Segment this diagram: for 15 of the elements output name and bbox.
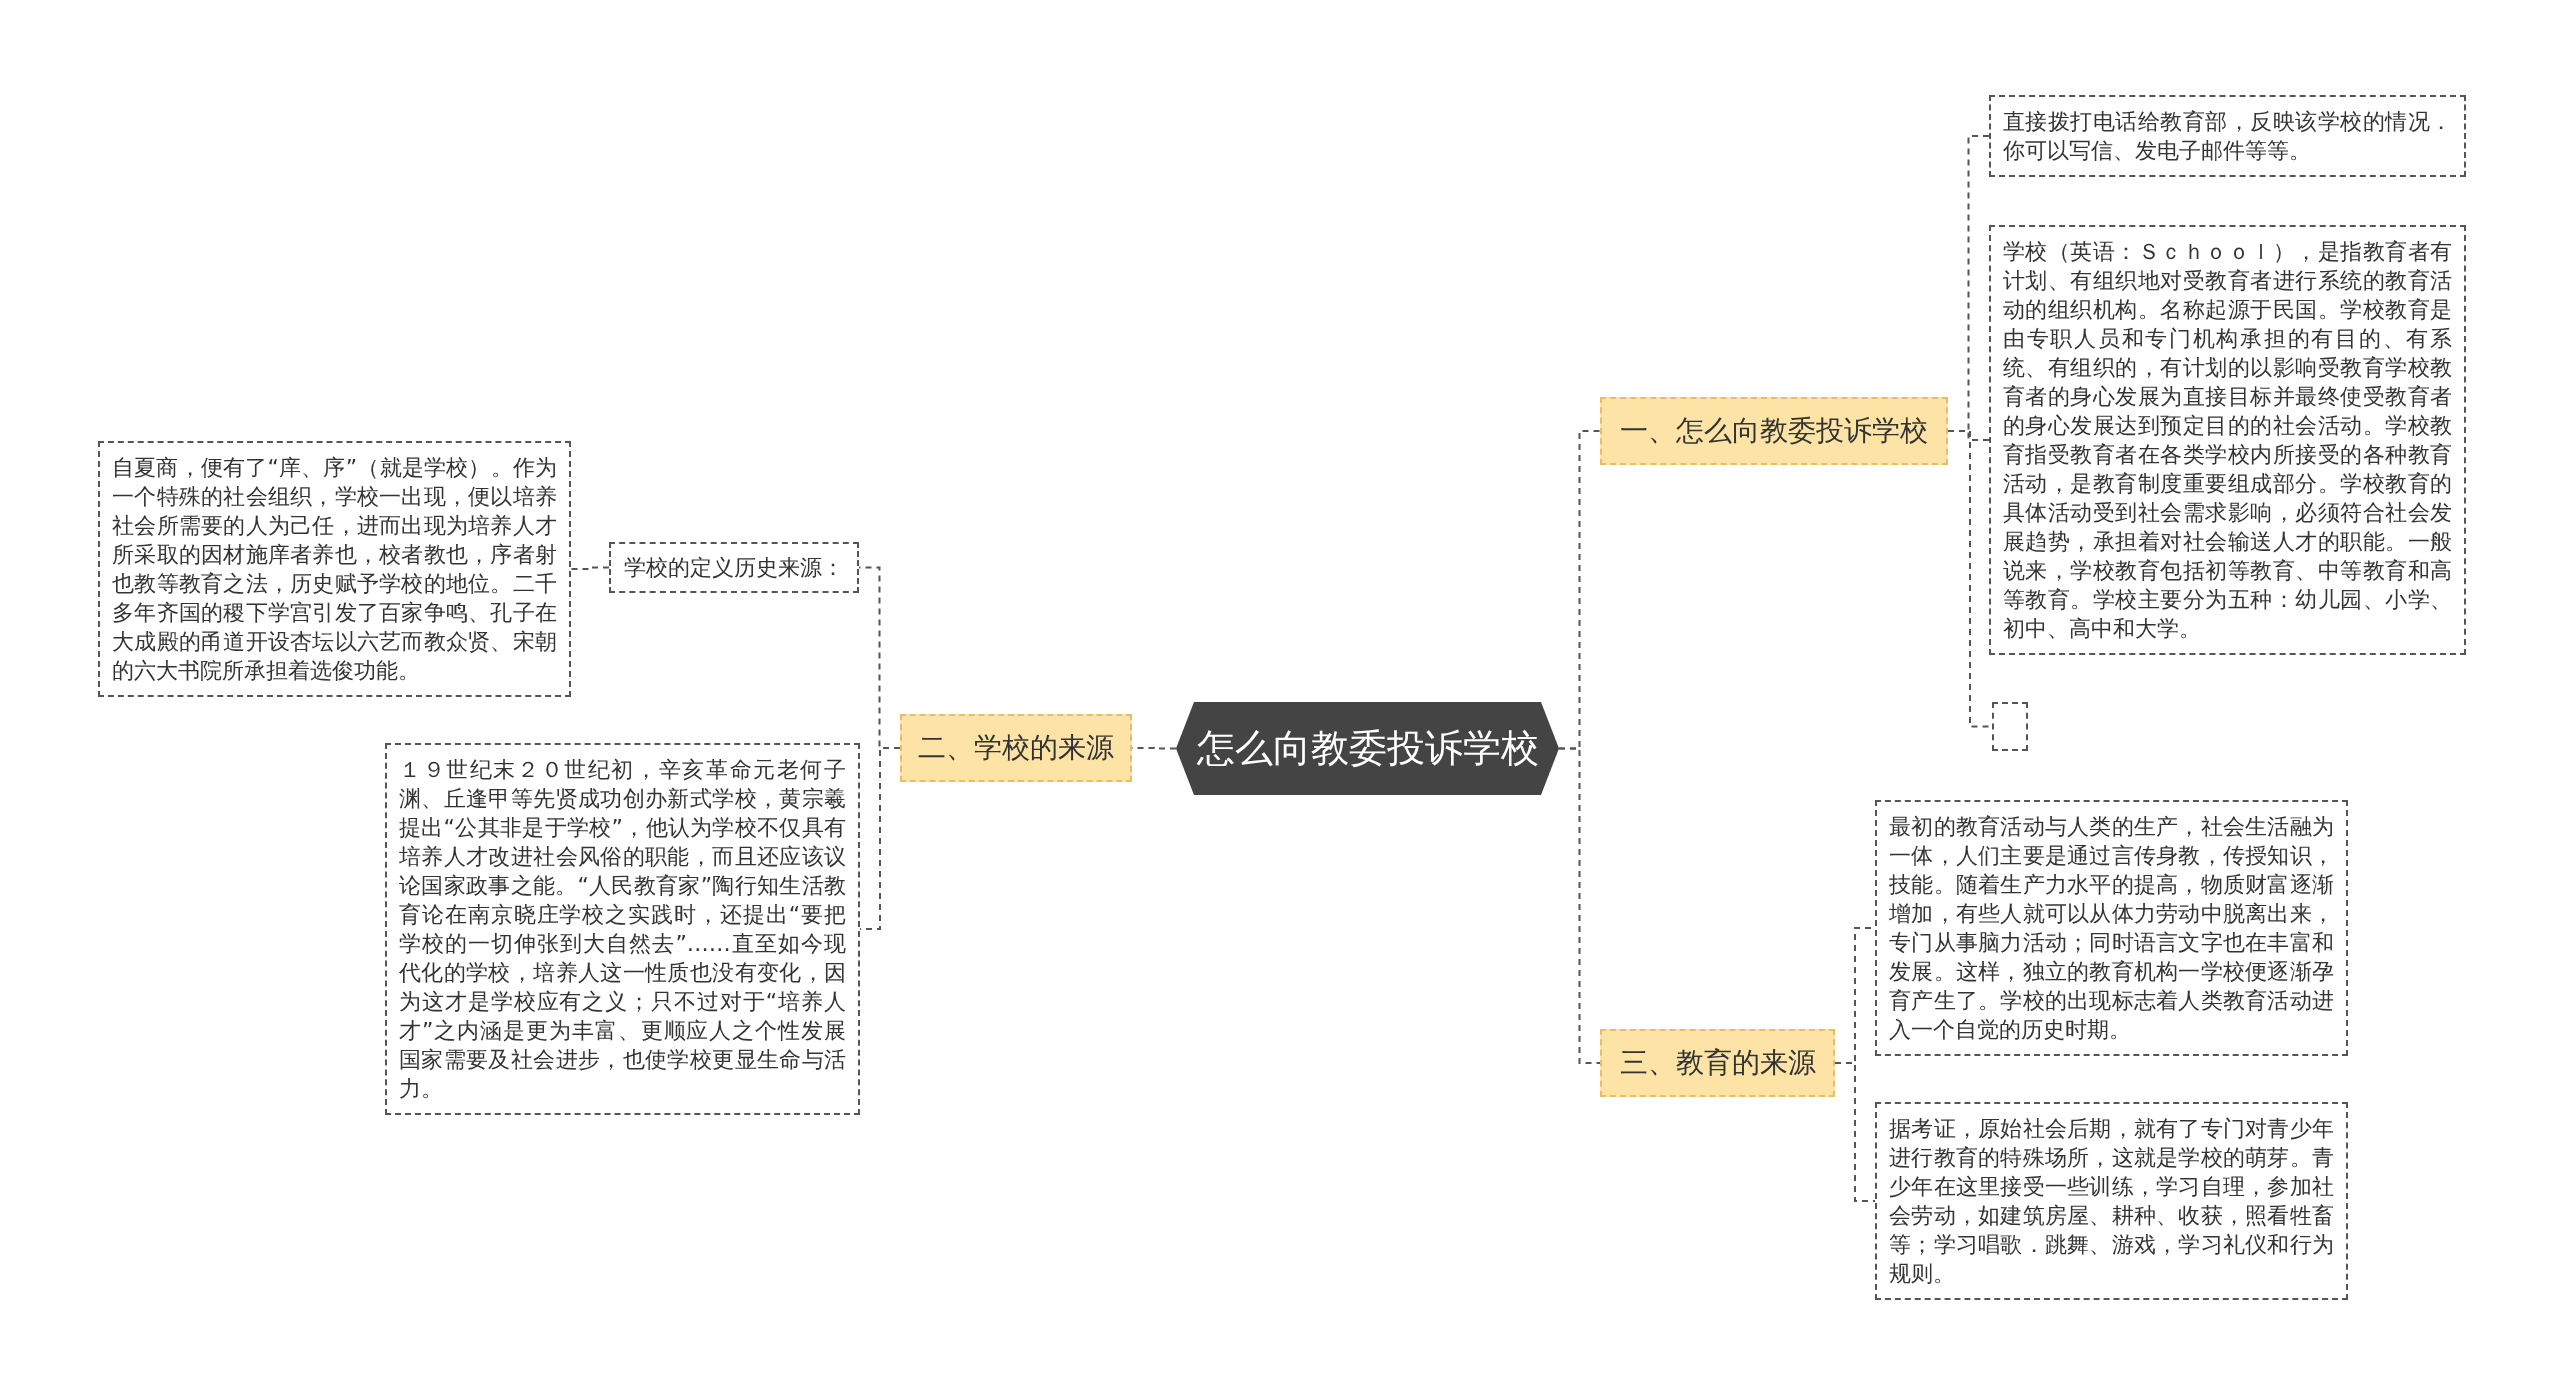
text-card: 据考证，原始社会后期，就有了专门对青少年进行教育的特殊场所，这就是学校的萌芽。青少年在这里接受一些训练，学习自理，参加社会劳动，如建筑房屋、耕种、收获，照看牲畜等；学习唱歌．跳舞、游戏，学习礼仪和行为规则。 [1875, 1102, 2348, 1300]
empty-box [1992, 702, 2028, 751]
connector-line [1834, 1062, 1876, 1202]
text-card: 直接拨打电话给教育部，反映该学校的情况．你可以写信、发电子邮件等等。 [1989, 95, 2466, 177]
root-topic-hexagon: 怎么向教委投诉学校 [1176, 702, 1559, 795]
text-card: 自夏商，便有了“庠、序”（就是学校）。作为一个特殊的社会组织，学校一出现，便以培养社会所需要的人为己任，进而出现为培养人才所采取的因材施庠者养也，校者教也，序者射也教等教育之法，历史赋予学校的地位。二千多年齐国的稷下学宫引发了百家争鸣、孔子在大成殿的甬道开设杏坛以六艺而教众贤、宋朝的六大书院所承担着选俊功能。 [98, 441, 571, 697]
branch-topic-box: 一、怎么向教委投诉学校 [1600, 397, 1948, 465]
branch-topic-box: 二、学校的来源 [900, 714, 1132, 782]
connector-line [1558, 747, 1601, 1064]
branch-topic-box: 三、教育的来源 [1600, 1029, 1835, 1097]
text-card: １９世纪末２０世纪初，辛亥革命元老何子渊、丘逢甲等先贤成功创办新式学校，黄宗羲提出“公其非是于学校”，他认为学校不仅具有培养人才改进社会风俗的职能，而且还应该议论国家政事之能。“人民教育家”陶行知生活教育论在南京晓庄学校之实践时，还提出“要把学校的一切伸张到大自然去”……直至如今现代化的学校，培养人这一性质也没有变化，因为这才是学校应有之义；只不过对于“培养人才”之内涵是更为丰富、更顺应人之个性发展国家需要及社会进步，也使学校更显生命与活力。 [385, 743, 860, 1115]
subtopic-box: 学校的定义历史来源： [609, 542, 859, 593]
text-card: 学校（英语：Ｓｃｈｏｏｌ），是指教育者有计划、有组织地对受教育者进行系统的教育活动的组织机构。名称起源于民国。学校教育是由专职人员和专门机构承担的有目的、有系统、有组织的，有计划的以影响受教育学校教育者的身心发展为直接目标并最终使受教育者的身心发展达到预定目的的社会活动。学校教育指受教育者在各类学校内所接受的各种教育活动，是教育制度重要组成部分。学校教育的具体活动受到社会需求影响，必须符合社会发展趋势，承担着对社会输送人才的职能。一般说来，学校教育包括初等教育、中等教育和高等教育。学校主要分为五种：幼儿园、小学、初中、高中和大学。 [1989, 225, 2466, 655]
text-card: 最初的教育活动与人类的生产，社会生活融为一体，人们主要是通过言传身教，传授知识，技能。随着生产力水平的提高，物质财富逐渐增加，有些人就可以从体力劳动中脱离出来，专门从事脑力活动；同时语言文字也在丰富和发展。这样，独立的教育机构一学校便逐渐孕育产生了。学校的出现标志着人类教育活动进入一个自觉的历史时期。 [1875, 800, 2348, 1056]
connector-line [570, 566, 610, 570]
